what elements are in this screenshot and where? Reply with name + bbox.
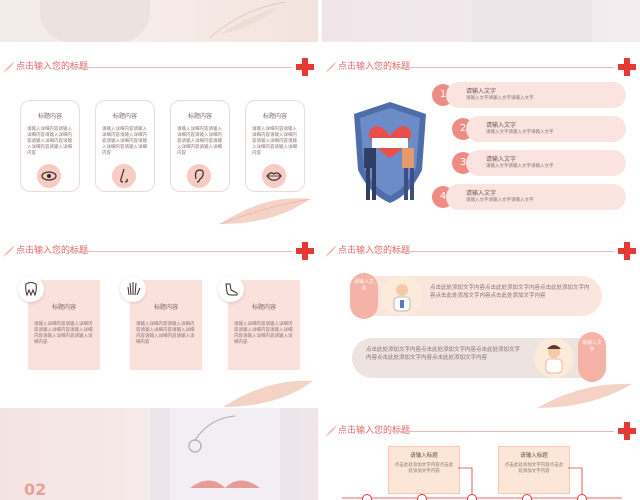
slide-numbered-list[interactable]: 点击输入您的标题 1 请输入文字 请输入文字请输入文字请输入文字 2 请输入文字… bbox=[322, 44, 640, 226]
section-number: 02 bbox=[24, 480, 47, 499]
slide-title: 点击输入您的标题 bbox=[338, 62, 411, 72]
speech-tag-text: 请输入文字 bbox=[354, 279, 375, 292]
title-divider bbox=[70, 251, 292, 252]
speech-tag-text: 请输入文字 bbox=[582, 340, 603, 353]
list-item-sub: 请输入文字请输入文字请输入文字 bbox=[486, 164, 554, 169]
title-divider bbox=[392, 431, 614, 432]
foot-icon bbox=[218, 276, 244, 302]
list-item[interactable]: 请输入文字 请输入文字请输入文字请输入文字 bbox=[466, 116, 626, 142]
list-item[interactable]: 请输入文字 请输入文字请输入文字请输入文字 bbox=[446, 82, 626, 108]
feather-icon bbox=[325, 245, 337, 257]
card-body: 请输入详细内容请输入详细内容请输入详细内容请输入详细内容请输入详细内容请输入详细… bbox=[252, 127, 297, 156]
flow-node bbox=[522, 494, 532, 500]
box-title: 标题内容 bbox=[51, 304, 76, 311]
slide-doctor-speech[interactable]: 点击输入您的标题 点击此处添加文字内容点击此处添加文字内容点击此处添加文字内容点… bbox=[322, 228, 640, 410]
card-body: 请输入详细内容请输入详细内容请输入详细内容请输入详细内容请输入详细内容请输入详细… bbox=[102, 127, 147, 156]
feather-decoration bbox=[223, 380, 313, 407]
info-box[interactable]: 标题内容 请输入详细内容请输入详细内容请输入详细内容请输入详细内容请输入详细内容… bbox=[130, 280, 202, 370]
title-divider bbox=[392, 251, 614, 252]
slide-title: 点击输入您的标题 bbox=[338, 426, 411, 436]
flow-node bbox=[467, 494, 477, 500]
flow-node bbox=[417, 494, 427, 500]
slide-cover-partial-right[interactable] bbox=[322, 0, 640, 42]
slide-title: 点击输入您的标题 bbox=[16, 246, 89, 256]
ear-icon bbox=[187, 164, 211, 188]
slide-title: 点击输入您的标题 bbox=[16, 62, 89, 72]
feather-icon bbox=[325, 61, 337, 73]
list-item-title: 请输入文字 bbox=[486, 122, 517, 129]
nurse-avatar bbox=[534, 338, 574, 378]
red-cross-icon bbox=[296, 58, 314, 76]
list-item-title: 请输入文字 bbox=[466, 190, 497, 197]
health-shield-illustration bbox=[354, 102, 426, 203]
tooth-icon bbox=[18, 276, 44, 302]
feather-decoration bbox=[200, 0, 290, 40]
red-cross-icon bbox=[618, 242, 636, 260]
flow-box[interactable]: 请输入标题 点击此处添加文字内容点击此处添加文字内容 bbox=[388, 446, 460, 494]
flow-box-title: 请输入标题 bbox=[410, 453, 438, 459]
slide-title-bar: 点击输入您的标题 bbox=[322, 242, 640, 260]
list-item-title: 请输入文字 bbox=[486, 156, 517, 163]
box-body: 请输入详细内容请输入详细内容请输入详细内容请输入详细内容请输入详细内容请输入详细… bbox=[234, 322, 293, 345]
hand-icon bbox=[120, 276, 146, 302]
box-title: 标题内容 bbox=[251, 304, 276, 311]
speech-text: 点击此处添加文字内容点击此处添加文字内容点击此处添加文字内容点击此处添加文字内容… bbox=[430, 285, 590, 299]
flow-node bbox=[362, 494, 372, 500]
slide-flow[interactable]: 点击输入您的标题 请输入标题 点击此处添加文字内容点击此处添加文字内容 请输入标… bbox=[322, 408, 640, 500]
doctor-photo bbox=[40, 0, 150, 42]
feather-icon bbox=[325, 425, 337, 437]
card-body: 请输入详细内容请输入详细内容请输入详细内容请输入详细内容请输入详细内容请输入详细… bbox=[177, 127, 222, 156]
flow-connectors bbox=[342, 467, 622, 499]
list-item-sub: 请输入文字请输入文字请输入文字 bbox=[466, 96, 534, 101]
red-cross-icon bbox=[618, 58, 636, 76]
hands-photo bbox=[472, 0, 592, 42]
list-item[interactable]: 请输入文字 请输入文字请输入文字请输入文字 bbox=[466, 150, 626, 176]
lips-icon bbox=[262, 164, 286, 188]
list-item-sub: 请输入文字请输入文字请输入文字 bbox=[486, 130, 554, 135]
flow-box-title: 请输入标题 bbox=[520, 453, 548, 459]
list-item-title: 请输入文字 bbox=[466, 88, 497, 95]
flow-box-body: 点击此处添加文字内容点击此处添加文字内容 bbox=[394, 463, 454, 474]
red-cross-icon bbox=[296, 242, 314, 260]
slide-cover-partial-left[interactable] bbox=[0, 0, 318, 42]
feather-decoration bbox=[219, 198, 311, 225]
list-item[interactable]: 请输入文字 请输入文字请输入文字请输入文字 bbox=[446, 184, 626, 210]
card-title: 标题内容 bbox=[187, 113, 212, 120]
nose-icon bbox=[112, 164, 136, 188]
card-title: 标题内容 bbox=[112, 113, 137, 120]
slide-title: 点击输入您的标题 bbox=[338, 246, 411, 256]
doctor-photo bbox=[150, 408, 300, 500]
slide-section-cover[interactable]: 02 bbox=[0, 408, 318, 500]
feather-decoration bbox=[537, 383, 632, 408]
feather-icon bbox=[3, 61, 15, 73]
card-title: 标题内容 bbox=[262, 113, 287, 120]
slide-body-parts[interactable]: 点击输入您的标题 标题内容 请输入详细内容请输入详细内容请输入详细内容请输入详细… bbox=[0, 228, 318, 410]
slide-title-bar: 点击输入您的标题 bbox=[322, 58, 640, 76]
slide-title-bar: 点击输入您的标题 bbox=[0, 58, 318, 76]
box-body: 请输入详细内容请输入详细内容请输入详细内容请输入详细内容请输入详细内容请输入详细… bbox=[34, 322, 93, 345]
title-divider bbox=[70, 67, 292, 68]
title-divider bbox=[392, 67, 614, 68]
box-title: 标题内容 bbox=[153, 304, 178, 311]
card-body: 请输入详细内容请输入详细内容请输入详细内容请输入详细内容请输入详细内容请输入详细… bbox=[27, 127, 72, 156]
doctor-avatar bbox=[382, 276, 422, 316]
flow-node bbox=[577, 494, 587, 500]
slide-title-bar: 点击输入您的标题 bbox=[322, 422, 640, 440]
flow-box-body: 点击此处添加文字内容点击此处添加文字内容 bbox=[504, 463, 564, 474]
red-cross-icon bbox=[618, 422, 636, 440]
card-title: 标题内容 bbox=[37, 113, 62, 120]
feather-icon bbox=[3, 245, 15, 257]
speech-text: 点击此处添加文字内容点击此处添加文字内容点击此处添加文字内容点击此处添加文字内容… bbox=[366, 347, 521, 361]
speech-tag: 请输入文字 bbox=[350, 273, 378, 319]
eye-icon bbox=[37, 164, 61, 188]
speech-tag: 请输入文字 bbox=[578, 332, 606, 382]
flow-box[interactable]: 请输入标题 点击此处添加文字内容点击此处添加文字内容 bbox=[498, 446, 570, 494]
box-body: 请输入详细内容请输入详细内容请输入详细内容请输入详细内容请输入详细内容请输入详细… bbox=[136, 322, 195, 345]
list-item-sub: 请输入文字请输入文字请输入文字 bbox=[466, 198, 534, 203]
slide-title-bar: 点击输入您的标题 bbox=[0, 242, 318, 260]
slide-senses[interactable]: 点击输入您的标题 标题内容 请输入详细内容请输入详细内容请输入详细内容请输入详细… bbox=[0, 44, 318, 226]
